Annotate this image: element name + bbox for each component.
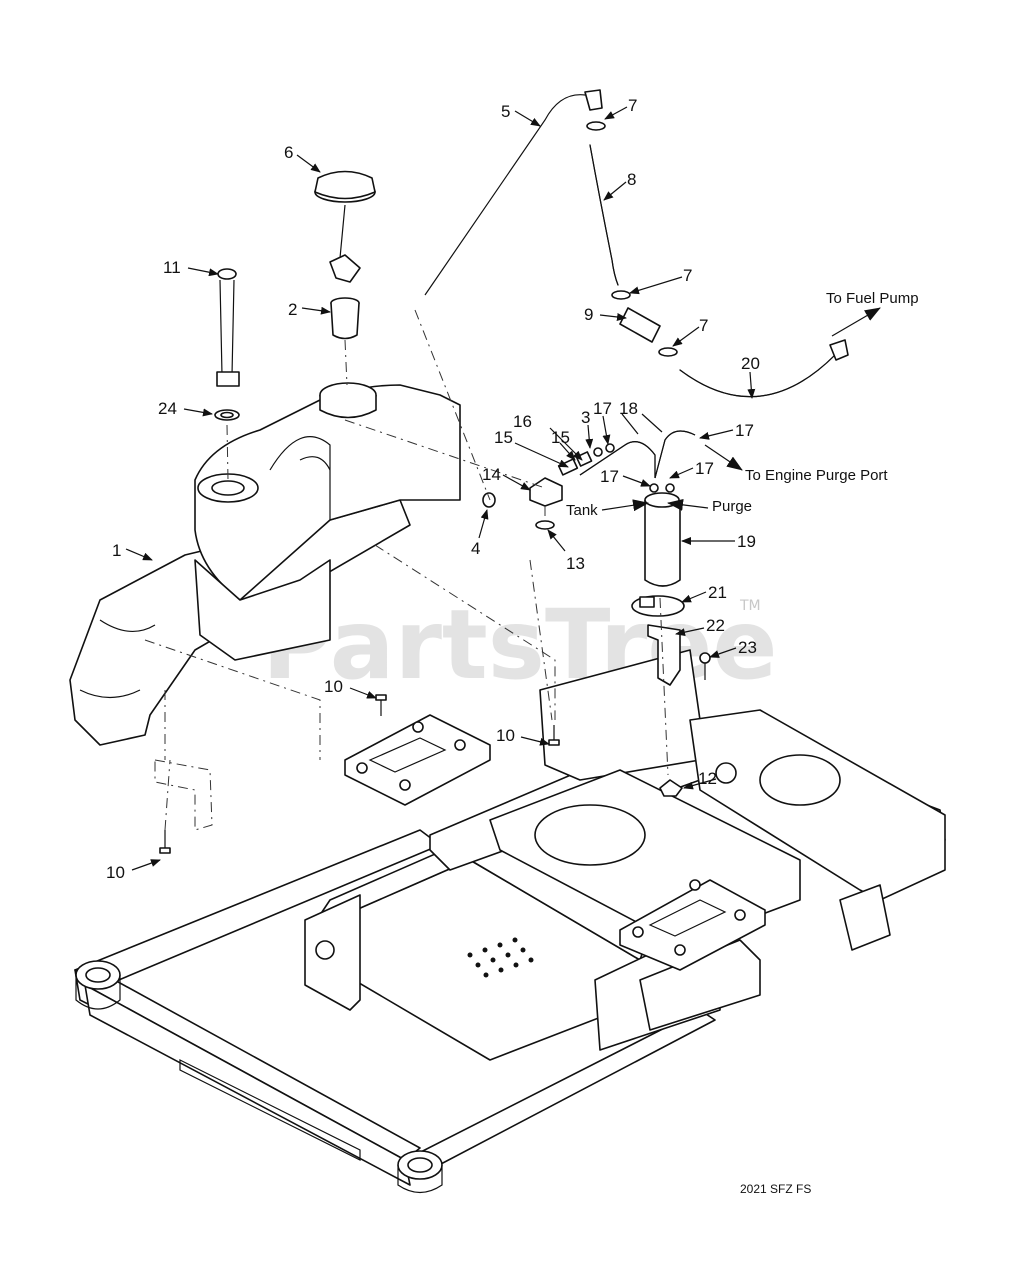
flange-bolts	[159, 694, 560, 854]
callout-12: 12	[698, 769, 717, 788]
callout-17-top: 17	[593, 399, 612, 418]
routing-notes: To Fuel Pump To Engine Purge Port Tank P…	[566, 290, 919, 519]
callout-17-purge: 17	[695, 459, 714, 478]
callout-7-top: 7	[628, 96, 637, 115]
callout-5: 5	[501, 102, 510, 121]
diagram-code: 2021 SFZ FS	[740, 1182, 811, 1196]
flange-nut	[659, 779, 683, 797]
assembly-lines	[144, 309, 669, 831]
callout-17-right: 17	[735, 421, 754, 440]
callout-1: 1	[112, 541, 121, 560]
vent-tube	[424, 89, 603, 296]
fuel-tank	[69, 382, 461, 746]
mower-frame	[74, 649, 946, 1194]
callout-23: 23	[738, 638, 757, 657]
hose-clamps	[586, 121, 678, 357]
callout-10-middle: 10	[496, 726, 515, 745]
tank-grommet	[214, 409, 240, 421]
callout-16: 16	[513, 412, 532, 431]
note-to-engine-purge-port: To Engine Purge Port	[745, 467, 888, 484]
callout-3: 3	[581, 408, 590, 427]
callout-21: 21	[708, 583, 727, 602]
callout-15-left: 15	[494, 428, 513, 447]
callout-17-tank: 17	[600, 467, 619, 486]
callout-2: 2	[288, 300, 297, 319]
bracket-screw	[699, 652, 711, 680]
callout-14: 14	[482, 465, 501, 484]
callout-15-right: 15	[551, 428, 570, 447]
purge-lines	[557, 430, 696, 479]
callout-10-upper: 10	[324, 677, 343, 696]
callout-11: 11	[163, 258, 181, 277]
callout-9: 9	[584, 305, 593, 324]
callout-7-mid: 7	[683, 266, 692, 285]
fuel-line	[679, 339, 849, 398]
tank-bushing	[482, 492, 496, 508]
canister-clamp	[631, 595, 685, 617]
fuel-cap	[314, 170, 376, 283]
tank-strap-bracket	[154, 759, 213, 831]
callout-10-lower: 10	[106, 863, 125, 882]
canister-bracket	[647, 624, 681, 686]
callout-6: 6	[284, 143, 293, 162]
callout-19: 19	[737, 532, 756, 551]
callout-18: 18	[619, 399, 638, 418]
filler-neck	[330, 297, 360, 340]
valve-grommet	[535, 520, 555, 530]
watermark-trademark: TM	[739, 598, 761, 614]
callout-4: 4	[471, 539, 480, 558]
callout-8: 8	[627, 170, 636, 189]
charcoal-canister	[644, 483, 681, 587]
callout-22: 22	[706, 616, 725, 635]
leader-lines	[125, 106, 881, 871]
callout-7-low: 7	[699, 316, 708, 335]
callout-24: 24	[158, 399, 177, 418]
callout-20: 20	[741, 354, 760, 373]
fuel-hose	[589, 144, 619, 286]
fuel-gauge-dipstick	[216, 268, 240, 387]
rollover-valve	[529, 477, 563, 507]
note-purge: Purge	[712, 498, 752, 515]
note-tank: Tank	[566, 502, 598, 519]
note-to-fuel-pump: To Fuel Pump	[826, 290, 919, 307]
inline-fuel-filter	[619, 307, 661, 343]
callout-13: 13	[566, 554, 585, 573]
callout-labels: 1 2 3 4 5 6 7 7 7 8 9 10 10 10 11 12 13 …	[106, 96, 760, 882]
